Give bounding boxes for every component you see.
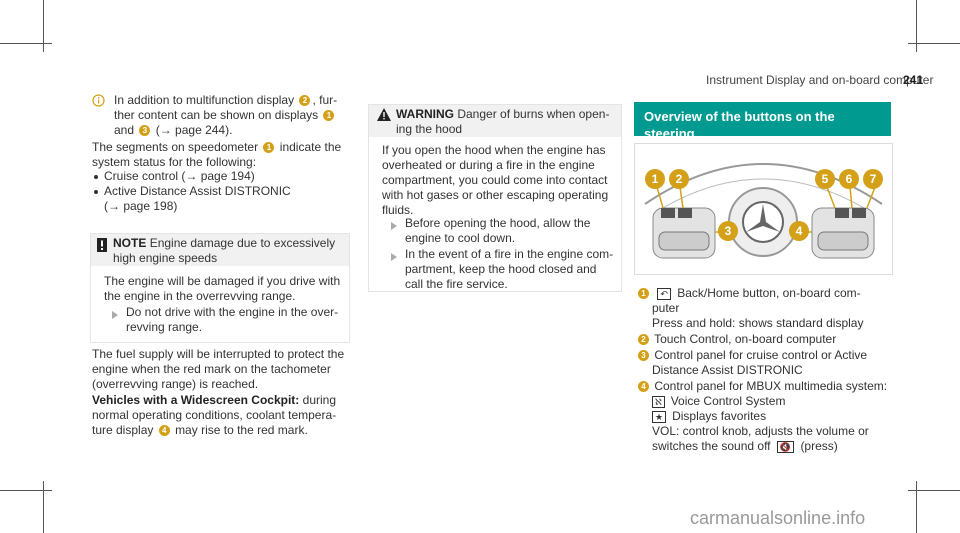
legend-item: Distance Assist DISTRONIC bbox=[652, 363, 803, 377]
segments-text: system status for the following: bbox=[92, 155, 257, 169]
note-heading: high engine speeds bbox=[113, 251, 218, 265]
legend-item: 4 Control panel for MBUX multimedia syst… bbox=[636, 379, 887, 394]
voice-control-icon: ℵ bbox=[652, 396, 665, 408]
note-heading: NOTE Engine damage due to excessively bbox=[113, 236, 336, 250]
back-home-icon: ↶ bbox=[657, 288, 671, 300]
vehicle-text: ture display 4 may rise to the red mark. bbox=[92, 423, 308, 437]
note-body: the engine in the overrevving range. bbox=[104, 289, 296, 303]
warning-action: partment, keep the hood closed and bbox=[405, 262, 597, 276]
warning-heading: ing the hood bbox=[396, 122, 463, 136]
warning-body: compartment, you could come into contact bbox=[382, 173, 608, 187]
note-icon bbox=[97, 238, 107, 256]
segments-text: The segments on speedometer 1 indicate t… bbox=[92, 140, 342, 154]
legend-item: switches the sound off 🔇 (press) bbox=[652, 439, 838, 453]
info-line: and 3 (→ page 244). bbox=[114, 123, 233, 137]
info-icon bbox=[92, 94, 105, 111]
callout-3: 3 bbox=[718, 221, 738, 241]
action-arrow-icon bbox=[391, 253, 397, 261]
crop-mark bbox=[0, 490, 52, 491]
legend-item: 1 ↶ Back/Home button, on-board com- bbox=[636, 286, 861, 301]
warning-heading: WARNING Danger of burns when open- bbox=[396, 107, 610, 121]
legend-item: VOL: control knob, adjusts the volume or bbox=[652, 424, 869, 438]
action-arrow-icon bbox=[391, 222, 397, 230]
crop-mark bbox=[916, 0, 917, 52]
list-item: Cruise control (→ page 194) bbox=[104, 169, 255, 183]
bullet bbox=[94, 190, 98, 194]
legend-item: 2 Touch Control, on-board computer bbox=[636, 332, 836, 347]
warning-action: engine to cool down. bbox=[405, 231, 516, 245]
steering-wheel-illustration: 1 2 3 4 5 6 7 bbox=[634, 143, 893, 275]
crop-mark bbox=[43, 481, 44, 533]
warning-box bbox=[368, 104, 622, 292]
fuel-text: (overrevving range) is reached. bbox=[92, 377, 259, 391]
section-title: Instrument Display and on-board computer bbox=[706, 73, 934, 87]
callout-4: 4 bbox=[158, 425, 170, 436]
fuel-text: The fuel supply will be interrupted to p… bbox=[92, 347, 345, 361]
info-line: ther content can be shown on displays 1 bbox=[114, 108, 336, 123]
note-action: revving range. bbox=[126, 320, 203, 334]
callout-1: 1 bbox=[263, 142, 275, 153]
callout-7: 7 bbox=[863, 169, 883, 189]
list-item: (→ page 198) bbox=[104, 199, 178, 213]
favorites-star-icon: ★ bbox=[652, 411, 667, 423]
warning-body: If you open the hood when the engine has bbox=[382, 143, 606, 157]
callout-1: 1 bbox=[645, 169, 665, 189]
crop-mark bbox=[43, 0, 44, 52]
warning-action: call the fire service. bbox=[405, 277, 508, 291]
bullet bbox=[94, 175, 98, 179]
warning-action: Before opening the hood, allow the bbox=[405, 216, 591, 230]
warning-body: fluids. bbox=[382, 203, 414, 217]
fuel-text: engine when the red mark on the tachomet… bbox=[92, 362, 331, 376]
info-line: In addition to multifunction display 2, … bbox=[114, 93, 338, 107]
callout-5: 5 bbox=[815, 169, 835, 189]
note-box bbox=[90, 233, 350, 343]
section-heading: Overview of the buttons on the steeringw… bbox=[634, 102, 891, 156]
callout-3: 3 bbox=[139, 125, 151, 136]
warning-body: with hot gases or other escaping operati… bbox=[382, 188, 609, 202]
list-item: Active Distance Assist DISTRONIC bbox=[104, 184, 291, 198]
mute-icon: 🔇 bbox=[776, 441, 795, 453]
legend-item: puter bbox=[652, 301, 680, 315]
vehicle-text: normal operating conditions, coolant tem… bbox=[92, 408, 337, 422]
action-arrow-icon bbox=[112, 311, 118, 319]
warning-icon bbox=[377, 108, 391, 125]
callout-4: 4 bbox=[789, 221, 809, 241]
watermark: carmanualsonline.info bbox=[690, 508, 866, 528]
legend-item: 3 Control panel for cruise control or Ac… bbox=[636, 348, 867, 363]
crop-mark bbox=[0, 43, 52, 44]
page-number: 241 bbox=[903, 73, 924, 87]
note-body: The engine will be damaged if you drive … bbox=[104, 274, 341, 288]
crop-mark bbox=[908, 490, 960, 491]
crop-mark bbox=[916, 481, 917, 533]
legend-item: Press and hold: shows standard display bbox=[652, 316, 864, 330]
warning-body: overheated or during a fire in the engin… bbox=[382, 158, 595, 172]
legend-item: ★Displays favorites bbox=[652, 409, 766, 424]
callout-2: 2 bbox=[669, 169, 689, 189]
note-action: Do not drive with the engine in the over… bbox=[126, 305, 339, 319]
crop-mark bbox=[908, 43, 960, 44]
callout-1: 1 bbox=[323, 110, 335, 121]
callout-6: 6 bbox=[839, 169, 859, 189]
vehicle-text: Vehicles with a Widescreen Cockpit: duri… bbox=[92, 393, 336, 407]
callout-2: 2 bbox=[299, 95, 311, 106]
warning-action: In the event of a fire in the engine com… bbox=[405, 247, 614, 261]
